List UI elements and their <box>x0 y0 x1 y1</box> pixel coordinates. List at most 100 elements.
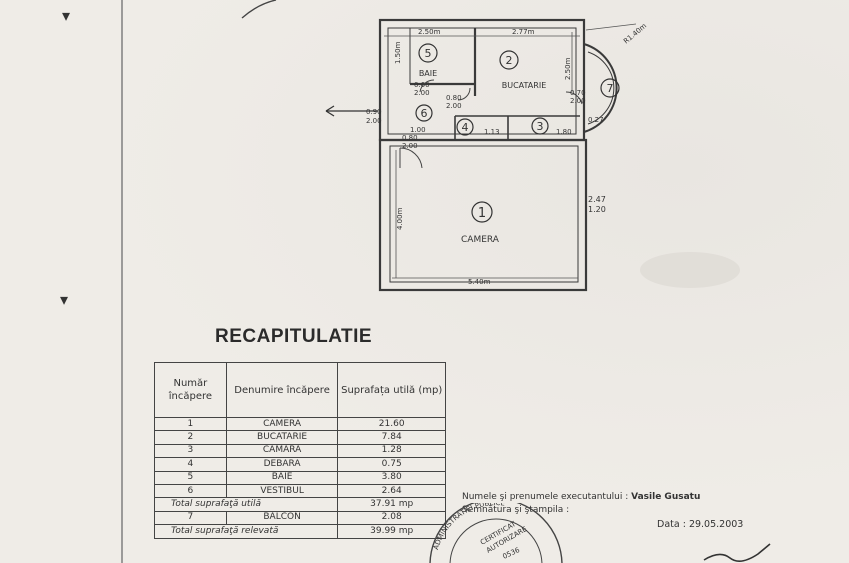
room-4-num: 4 <box>462 121 469 134</box>
bath-door-swing <box>419 79 435 93</box>
signature-stroke <box>241 0 277 19</box>
total-surveyed-value: 39.99 mp <box>337 524 446 539</box>
date-value: 29.05.2003 <box>688 519 744 530</box>
room-1-num: 1 <box>478 206 486 221</box>
table-row: 3 CAMARA 1.28 <box>154 443 446 459</box>
total-useful-label: Total suprafaţă utilă <box>153 497 339 512</box>
row-area: 21.60 <box>337 416 446 432</box>
date-label: Data : <box>657 519 686 530</box>
dim-kitchen-door-w: 0.80 <box>446 94 462 102</box>
dim-right-window: 2.47 <box>588 195 606 204</box>
dim-balc-door-w: 0.70 <box>570 89 586 97</box>
dim-bath-width: 2.50m <box>418 28 441 36</box>
row-num: 7 <box>154 510 227 526</box>
margin-line <box>121 0 123 563</box>
balcony-arc-inner <box>587 51 615 125</box>
ink-mark-middle: ▾ <box>60 290 69 309</box>
room-4-circle <box>456 118 474 136</box>
dim-camera-door-h: 2.00 <box>402 142 418 150</box>
dim-camera-door-w: 0.80 <box>402 134 418 142</box>
row-area: 3.80 <box>337 470 446 485</box>
dim-entry-door-h: 2.00 <box>366 117 382 125</box>
dim-bath-door-w: 0.60 <box>414 81 430 89</box>
dim-kitchen-width: 2.77m <box>512 28 535 36</box>
executant-name-line: Numele şi prenumele executantului : Vasi… <box>462 491 700 504</box>
dim-r3: 0.27 <box>588 116 604 124</box>
row-name: BALCON <box>225 510 339 526</box>
row-num: 3 <box>154 443 227 459</box>
row-num: 1 <box>154 416 227 432</box>
room-5-circle <box>418 43 438 63</box>
room-1-label: CAMERA <box>461 235 500 245</box>
row-area: 2.64 <box>337 483 446 499</box>
dim-kitchen-depth: 2.50m <box>564 57 572 80</box>
row-name: DEBARA <box>225 457 339 472</box>
row-name: BAIE <box>225 470 339 485</box>
room-2-label: BUCATARIE <box>502 81 547 90</box>
dim-camera-depth: 4.00m <box>396 207 404 230</box>
room-5-label: BAIE <box>419 69 437 78</box>
room-6-num: 6 <box>421 107 428 120</box>
dim-bath-depth: 1.50m <box>394 41 402 64</box>
room-7-circle <box>600 78 620 98</box>
official-stamp: ADMINISTRATIEI PUBLICE CERTIFICAT AUTORI… <box>429 503 563 563</box>
room-3-circle <box>531 117 549 135</box>
row-num: 2 <box>154 430 227 445</box>
row-name: VESTIBUL <box>225 483 339 499</box>
recap-header-row: Număr încăpere Denumire încăpere Suprafa… <box>154 362 446 418</box>
room-5-num: 5 <box>425 47 432 60</box>
dim-corr: 1.00 <box>410 126 426 134</box>
total-surveyed-row: Total suprafaţă relevată 39.99 mp <box>153 524 446 539</box>
camera-walls <box>378 138 588 292</box>
room-3-num: 3 <box>537 120 544 133</box>
date-line: Data : 29.05.2003 <box>657 519 743 530</box>
table-row: 1 CAMERA 21.60 <box>154 416 446 432</box>
dim-room3: 1.80 <box>556 128 572 136</box>
row-area: 1.28 <box>337 443 446 459</box>
dim-room4: 1.13 <box>484 128 500 136</box>
room-2-circle <box>499 50 519 70</box>
floor-plan: 5 2 3 4 6 7 1 BAIE BUCATARIE CAMERA 2.50… <box>241 0 740 292</box>
ink-mark-top: ▾ <box>62 6 71 25</box>
dim-camera-width: 5.40m <box>468 278 491 286</box>
row-name: CAMARA <box>225 443 339 459</box>
balcony-arc <box>583 43 618 133</box>
radius-line <box>585 23 637 31</box>
executant-sign-label: Semnătura şi ştampila : <box>462 505 570 515</box>
camera-inner <box>389 145 579 283</box>
row-area: 0.75 <box>337 457 446 472</box>
dim-kitchen-door-h: 2.00 <box>446 102 462 110</box>
header-area: Suprafața utilă (mp) <box>337 362 446 418</box>
row-name: BUCATARIE <box>225 430 339 445</box>
recap-title: RECAPITULATIE <box>215 326 373 347</box>
balcony-door-swing <box>565 91 583 105</box>
dim-bath-door-h: 2.00 <box>414 89 430 97</box>
header-name: Denumire încăpere <box>225 362 339 418</box>
table-row: 7 BALCON 2.08 <box>154 510 446 526</box>
stamp-mid3: 0536 <box>501 546 521 561</box>
recap-table: Număr încăpere Denumire încăpere Suprafa… <box>153 362 446 539</box>
row-num: 4 <box>154 457 227 472</box>
row-area: 7.84 <box>337 430 446 445</box>
table-row: 5 BAIE 3.80 <box>154 470 446 485</box>
signature <box>703 543 771 562</box>
camera-door-swing <box>399 147 423 169</box>
upper-block-inner <box>387 27 577 135</box>
executant-block: Numele şi prenumele executantului : Vasi… <box>462 491 700 517</box>
kitchen-door-swing <box>457 87 471 101</box>
row-name: CAMERA <box>225 416 339 432</box>
table-row: 2 BUCATARIE 7.84 <box>154 430 446 445</box>
row-num: 5 <box>154 470 227 485</box>
table-row: 4 DEBARA 0.75 <box>154 457 446 472</box>
room-7-num: 7 <box>607 82 614 95</box>
room-1-circle <box>471 201 493 223</box>
dim-balc-door-h: 2.00 <box>570 97 586 105</box>
header-number: Număr încăpere <box>154 362 227 418</box>
executant-name-value: Vasile Gusatu <box>631 492 701 502</box>
total-useful-row: Total suprafaţă utilă 37.91 mp <box>153 497 446 512</box>
room-2-num: 2 <box>506 54 513 67</box>
total-surveyed-label: Total suprafaţă relevată <box>153 524 339 539</box>
row-num: 6 <box>154 483 227 499</box>
table-row: 6 VESTIBUL 2.64 <box>154 483 446 499</box>
upper-block-walls <box>378 18 586 142</box>
